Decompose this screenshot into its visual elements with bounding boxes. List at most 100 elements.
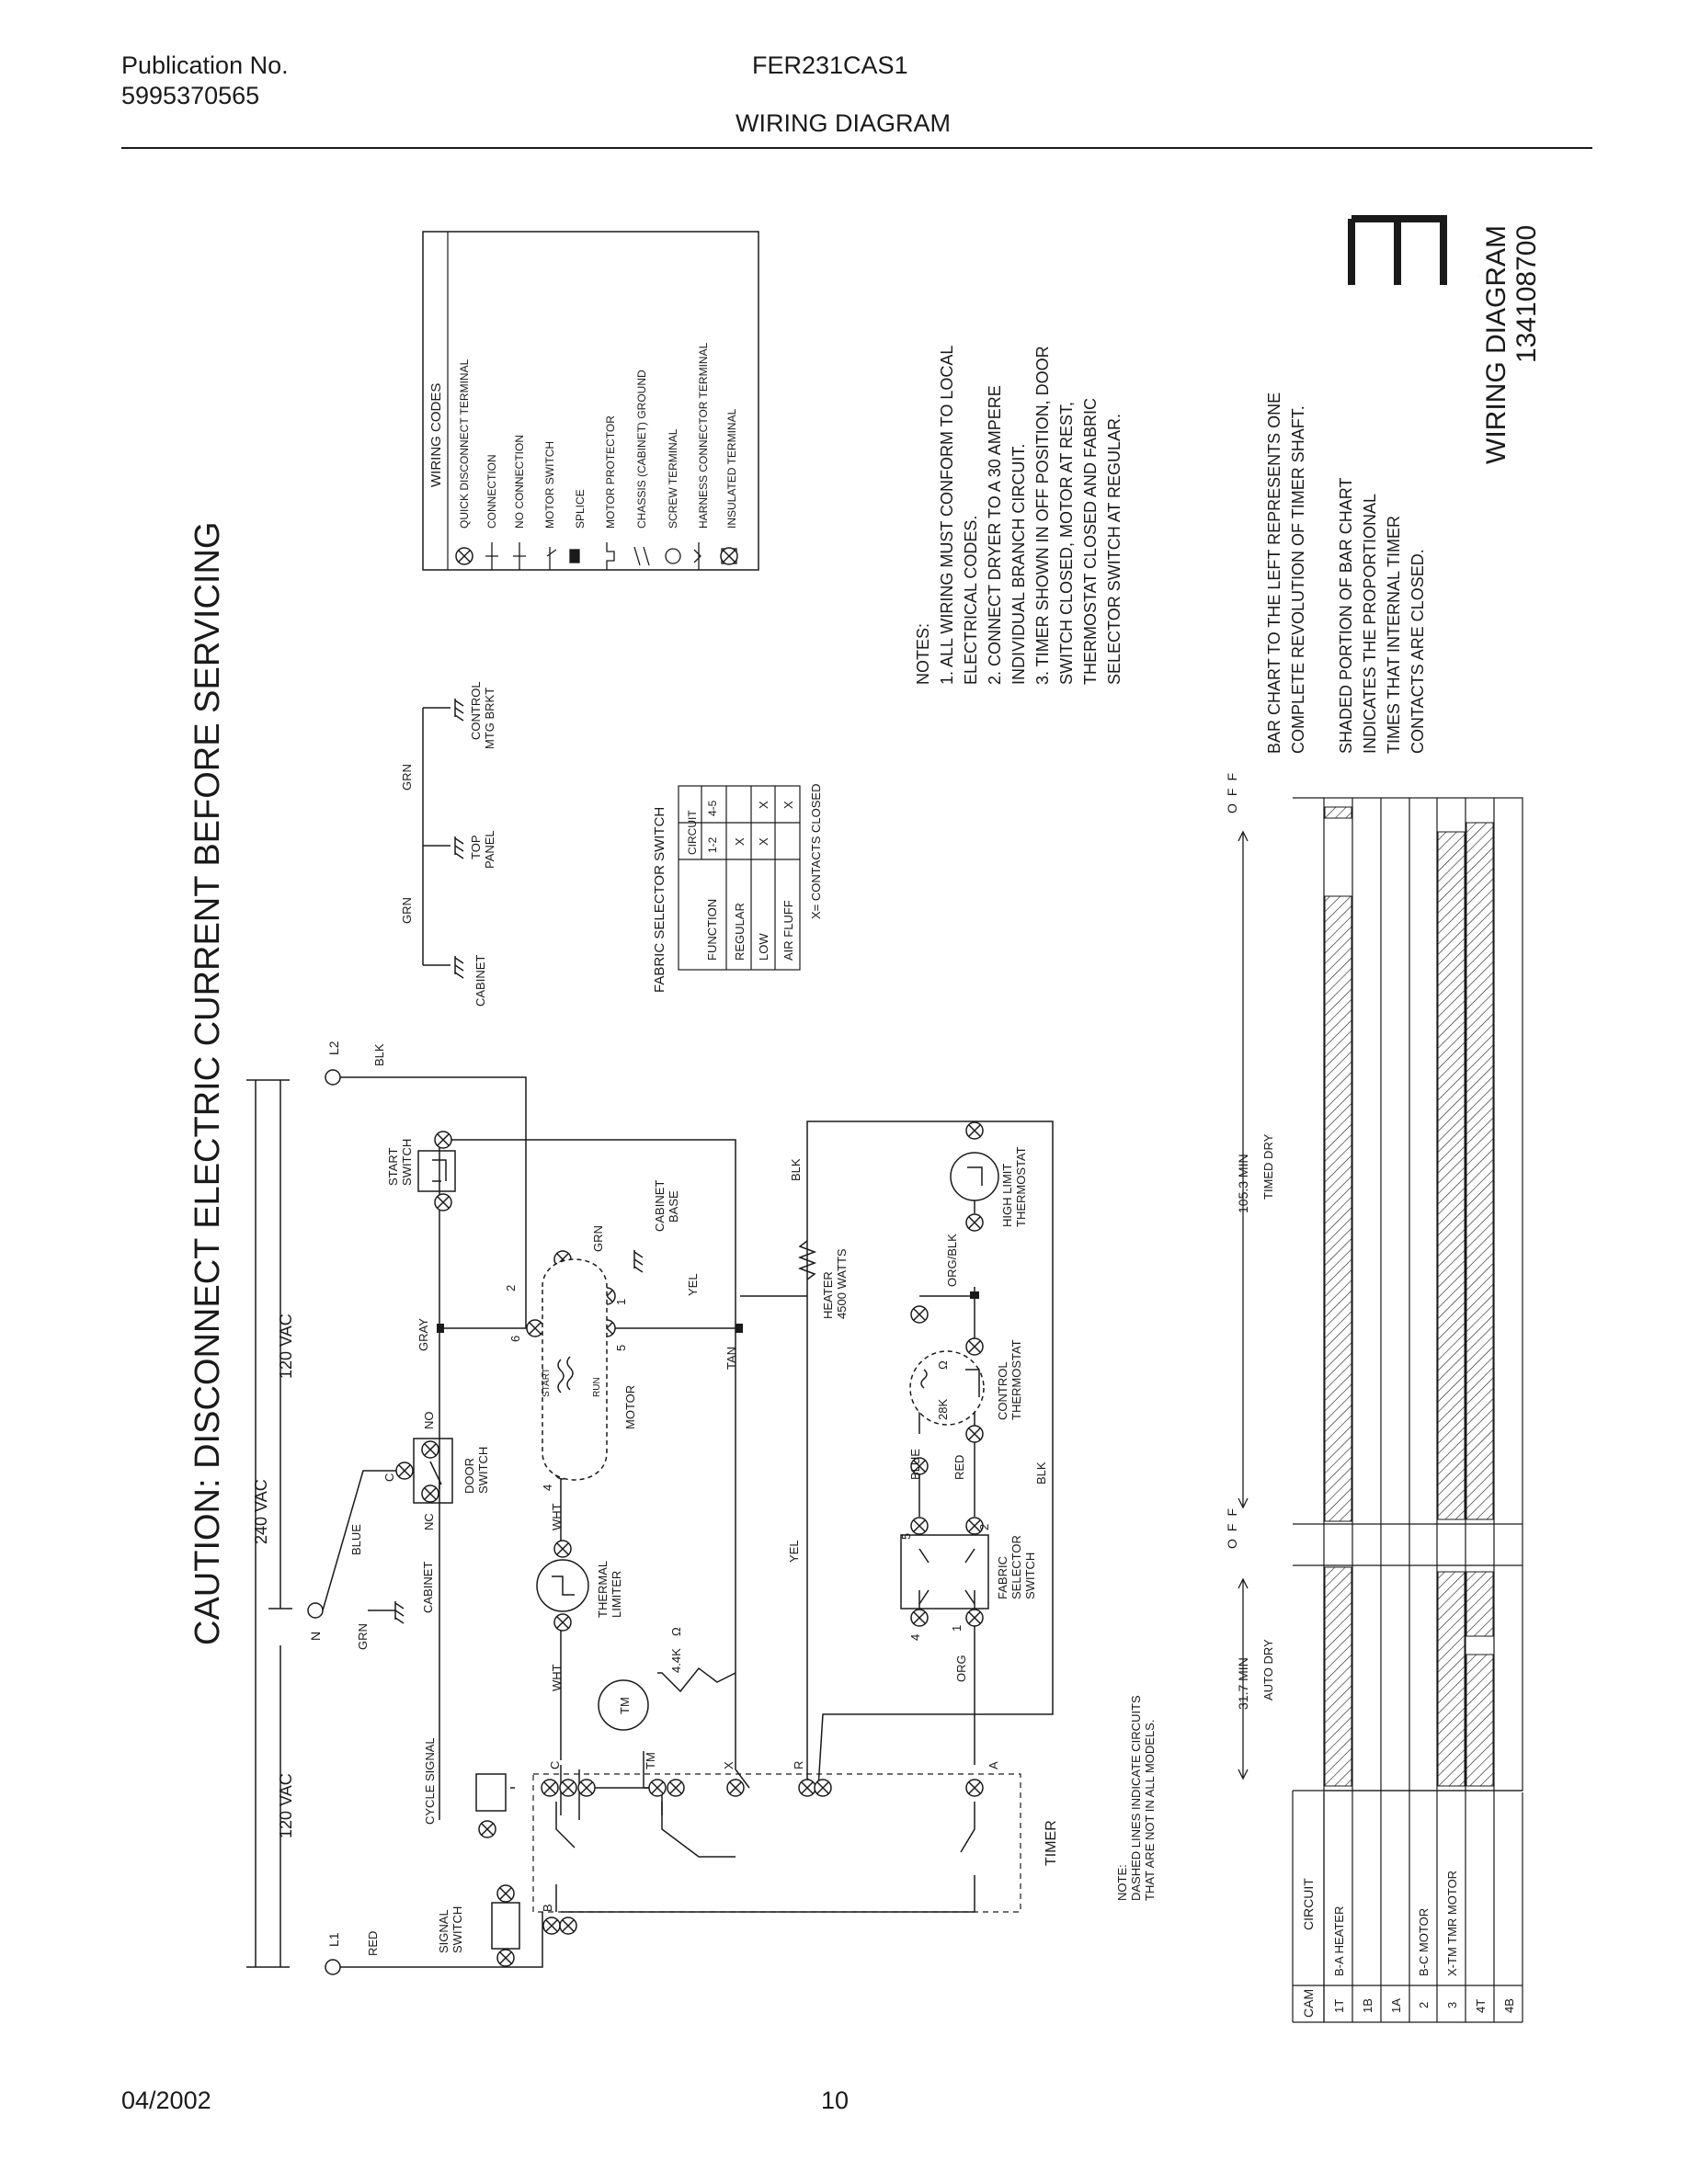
high-limit-terminal-bottom: [965, 1213, 984, 1232]
start-switch-body: [417, 1150, 456, 1192]
fabric-table-title: FABRIC SELECTOR SWITCH: [652, 807, 667, 993]
svg-text:3. TIMER SHOWN IN OFF POSITION: 3. TIMER SHOWN IN OFF POSITION, DOOR: [1033, 346, 1052, 685]
header-rule: [121, 147, 1592, 149]
wire-grn-n-label: GRN: [356, 1623, 370, 1650]
control-thermostat-terminal-4: [965, 1425, 984, 1443]
timer-label: TIMER: [1044, 1820, 1059, 1866]
svg-text:SWITCH CLOSED, MOTOR AT REST,: SWITCH CLOSED, MOTOR AT REST,: [1057, 402, 1076, 685]
control-thermostat-label: CONTROL THERMOSTAT: [996, 1339, 1023, 1420]
svg-text:BASE: BASE: [667, 1190, 680, 1223]
timer-c-label: C: [548, 1761, 562, 1769]
motor-run-label: RUN: [592, 1377, 602, 1397]
fabric-table: [678, 785, 801, 971]
splice-gray: [437, 1324, 444, 1333]
door-switch-no-label: NO: [422, 1412, 436, 1430]
diagram-number: 134108700: [1511, 225, 1542, 363]
svg-text:MTG BRKT: MTG BRKT: [483, 688, 496, 749]
dashed-lines-note: NOTE: DASHED LINES INDICATE CIRCUITS THA…: [1115, 1695, 1157, 1901]
bar-3-timed-dry: [1466, 822, 1494, 1520]
ground-top-panel-icon: [454, 836, 464, 859]
chart-col-cam: CAM: [1301, 1989, 1316, 2018]
fabric-table-note: X= CONTACTS CLOSED: [809, 784, 823, 919]
footer-date: 04/2002: [121, 2087, 211, 2114]
timer-terminal-r2: [814, 1779, 832, 1797]
bar-3-auto-dry-a: [1466, 1571, 1494, 1637]
fabric-row-low-c12: X: [757, 837, 770, 846]
timer-terminal-b2: [559, 1917, 577, 1935]
timer-motor-label: TM: [618, 1697, 632, 1714]
wire-yel-motor-label: YEL: [686, 1273, 700, 1296]
cam-2: 2: [1417, 2002, 1431, 2008]
wiring-code-9: HARNESS CONNECTOR TERMINAL: [697, 342, 710, 529]
wiring-code-5: SPLICE: [574, 489, 587, 529]
chart-col-circuit: CIRCUIT: [1301, 1878, 1316, 1930]
ground-bus: [422, 707, 451, 966]
timed-dry-minutes: 105.3 MIN: [1236, 1154, 1250, 1213]
thermal-limiter-label: THERMAL LIMITER: [596, 1561, 623, 1618]
timer-terminal-x: [726, 1779, 745, 1797]
wire-wht-upper-label: WHT: [550, 1503, 564, 1530]
wiring-code-1: QUICK DISCONNECT TERMINAL: [458, 358, 471, 529]
svg-text:SWITCH: SWITCH: [400, 1139, 414, 1186]
resistor-value: 4.4K: [669, 1648, 683, 1673]
circuit-2: B-C MOTOR: [1417, 1908, 1431, 1976]
notes-block: NOTES: 1. ALL WIRING MUST CONFORM TO LOC…: [914, 346, 1123, 685]
terminal-l2: [325, 1069, 341, 1086]
cabinet-base-label: CABINET BASE: [653, 1180, 680, 1232]
control-thermostat-terminal-1: [910, 1305, 929, 1324]
caution-text: CAUTION: DISCONNECT ELECTRIC CURRENT BEF…: [188, 522, 227, 1646]
wire-blue-ctrl-label: BLUE: [908, 1449, 922, 1480]
fabric-switch-terminal-1: [965, 1609, 984, 1627]
wire-blk-heater-label: BLK: [789, 1158, 803, 1181]
ground-wire-label-1: GRN: [400, 897, 414, 924]
cam-1t: 1T: [1332, 1999, 1346, 2013]
publication-block: Publication No. 5995370565: [121, 51, 289, 111]
high-limit-thermostat: [950, 1152, 999, 1201]
cam-1a: 1A: [1389, 1998, 1403, 2013]
fabric-row-regular-c12: X: [733, 837, 747, 846]
fabric-row-low-function: LOW: [757, 933, 770, 961]
label-n: N: [308, 1632, 323, 1641]
voltage-120-upper: 120 VAC: [277, 1314, 295, 1379]
signal-switch-terminal-bottom: [496, 1949, 515, 1967]
svg-text:TOP: TOP: [469, 836, 483, 860]
svg-text:BAR CHART TO THE LEFT REPRESEN: BAR CHART TO THE LEFT REPRESENTS ONE: [1265, 392, 1283, 754]
label-l2: L2: [326, 1041, 341, 1055]
timer-terminal-tm2: [667, 1779, 685, 1797]
svg-text:1. ALL WIRING MUST CONFORM TO: 1. ALL WIRING MUST CONFORM TO LOCAL: [938, 346, 956, 685]
wire-blk-ctrl-label: BLK: [1034, 1462, 1048, 1484]
timer-terminal-a: [965, 1779, 984, 1797]
fabric-row-low-c45: X: [757, 801, 770, 809]
timer-x-label: X: [722, 1761, 736, 1769]
off-label-top: OFF: [1225, 766, 1239, 813]
wire-yel-ctrl-label: YEL: [787, 1540, 801, 1563]
diagram-letter: E: [1479, 275, 1481, 276]
wire-blue-label: BLUE: [349, 1524, 363, 1555]
wire-gray-label: GRAY: [416, 1318, 430, 1351]
splice-tan: [736, 1324, 743, 1333]
svg-text:ELECTRICAL CODES.: ELECTRICAL CODES.: [962, 516, 980, 685]
motor-terminal-1-label: 1: [614, 1299, 628, 1305]
voltage-240: 240 VAC: [252, 1479, 270, 1544]
ground-top-panel-label: TOP PANEL: [469, 830, 496, 869]
wire-tan-label: TAN: [724, 1347, 738, 1370]
publication-label: Publication No.: [121, 51, 289, 79]
page-title: WIRING DIAGRAM: [736, 109, 951, 137]
door-switch-nc-label: NC: [422, 1513, 436, 1530]
motor-start-label: START: [542, 1368, 552, 1397]
cam-4t: 4T: [1474, 1999, 1488, 2013]
auto-dry-minutes: 31.7 MIN: [1236, 1657, 1250, 1710]
control-thermostat-terminal-2: [965, 1337, 984, 1356]
page-number: 10: [821, 2087, 850, 2114]
svg-text:CONTROL: CONTROL: [996, 1361, 1009, 1420]
terminal-n: [307, 1602, 324, 1619]
model-number: FER231CAS1: [752, 51, 908, 79]
thermal-limiter-terminal-top: [553, 1540, 572, 1558]
bar-2-auto-dry: [1437, 1571, 1466, 1787]
ground-wire-label-2: GRN: [400, 764, 414, 791]
bar-chart-notes: BAR CHART TO THE LEFT REPRESENTS ONE COM…: [1265, 392, 1427, 754]
svg-text:INDICATES THE PROPORTIONAL: INDICATES THE PROPORTIONAL: [1361, 494, 1379, 754]
timer-terminal-c1: [541, 1779, 559, 1797]
resistor-omega: Ω: [669, 1627, 683, 1636]
